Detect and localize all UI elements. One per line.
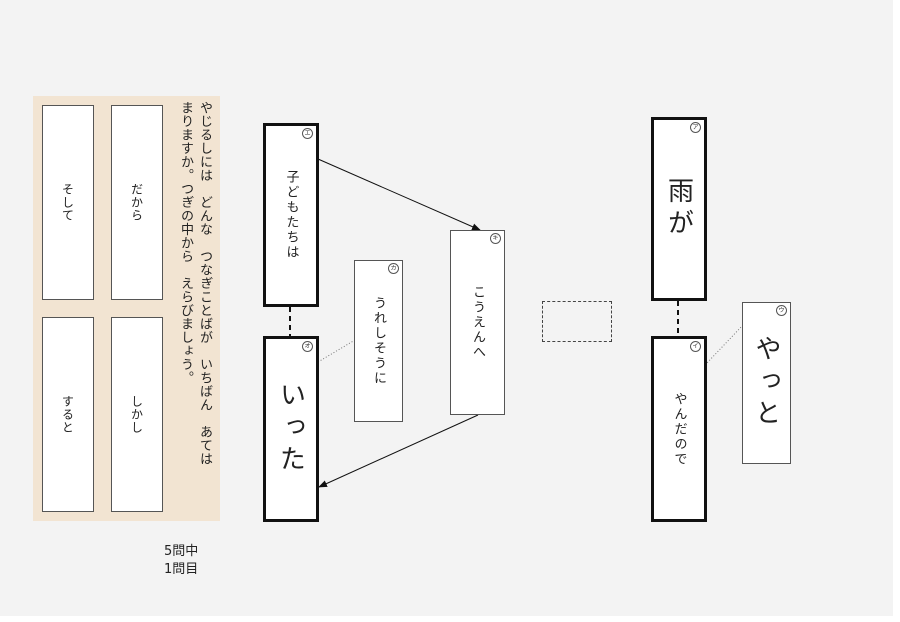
progress-total: 5問中 (164, 544, 199, 559)
card-text: こうえんへ (470, 285, 485, 360)
card-marker: キ (490, 233, 501, 244)
card-marker: ウ (776, 305, 787, 316)
card-text: やんだので (671, 391, 687, 467)
link-ureshisouni-itta (317, 339, 356, 363)
card-kodomotachi: エ 子どもたちは (263, 123, 319, 307)
choice-dakara-button[interactable]: だから (111, 105, 163, 300)
choice-label: すると (60, 395, 75, 434)
card-ame: ア 雨が (651, 117, 707, 301)
choice-label: しかし (129, 395, 144, 434)
progress-current: 1問目 (164, 562, 199, 577)
card-ureshisouni: カ うれしそうに (354, 260, 403, 422)
choice-label: だから (129, 183, 144, 222)
card-marker: イ (690, 341, 701, 352)
card-text: やっと (751, 335, 781, 431)
link-yatto-yandanode (705, 324, 744, 365)
choices-panel: そして だから すると しかし (33, 96, 220, 521)
card-yatto: ウ やっと (742, 302, 791, 464)
question-text: やじるしには どんな つなぎことばが いちばん あては まりますか。つぎの中から… (176, 101, 216, 521)
choice-soshite-button[interactable]: そして (42, 105, 94, 300)
arrow-to-itta (318, 414, 479, 488)
card-marker: エ (302, 128, 313, 139)
answer-slot[interactable] (542, 301, 612, 342)
card-kouenhe: キ こうえんへ (450, 230, 505, 415)
card-text: いった (275, 381, 306, 477)
choice-label: そして (60, 183, 75, 222)
card-itta: オ いった (263, 336, 319, 522)
card-marker: オ (302, 341, 313, 352)
card-marker: カ (388, 263, 399, 274)
arrow-to-kouenhe (317, 158, 481, 231)
card-text: 子どもたちは (283, 170, 299, 260)
card-text: うれしそうに (371, 296, 386, 386)
card-yandanode: イ やんだので (651, 336, 707, 522)
question-line-1: やじるしには どんな つなぎことばが いちばん あては (197, 101, 212, 466)
choice-shikashi-button[interactable]: しかし (111, 317, 163, 512)
card-text: 雨が (663, 177, 694, 241)
choice-suruto-button[interactable]: すると (42, 317, 94, 512)
card-marker: ア (690, 122, 701, 133)
question-line-2: まりますか。つぎの中から えらびましょう。 (178, 101, 193, 385)
progress-indicator: 5問中 1問目 (164, 543, 224, 579)
